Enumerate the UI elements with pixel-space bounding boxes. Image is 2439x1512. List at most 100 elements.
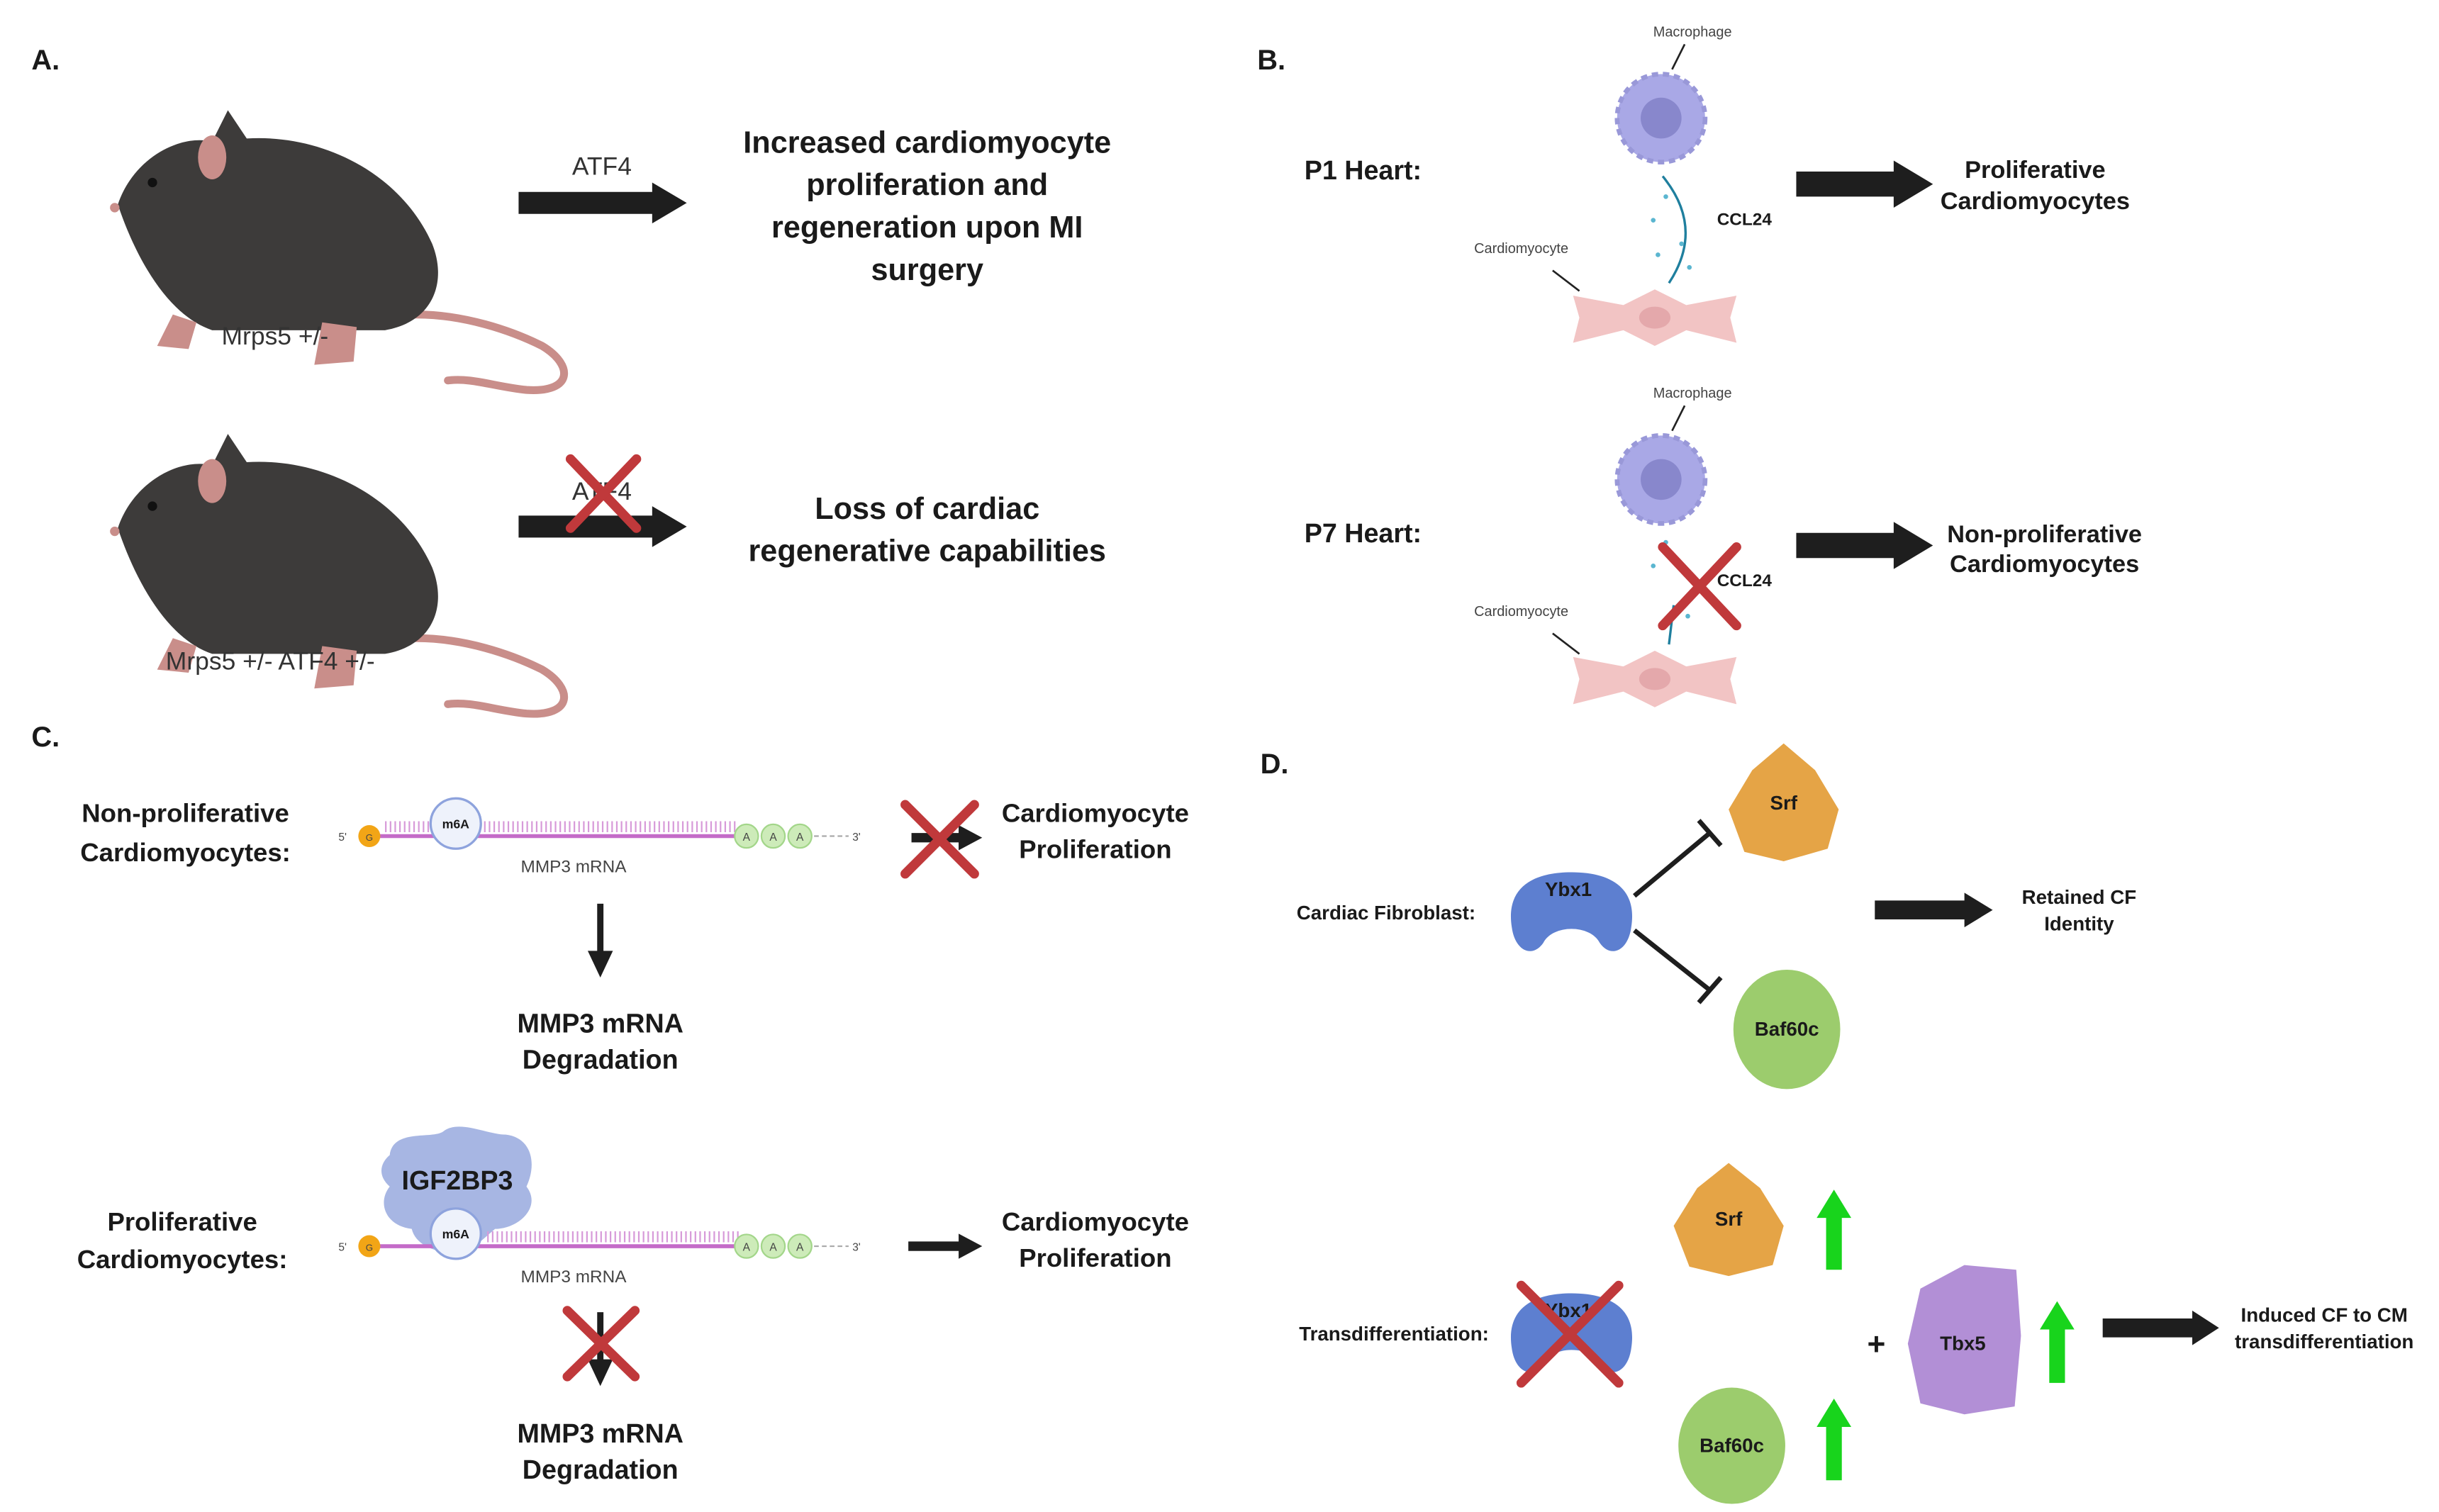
- outcome-text-lower-2: regenerative capabilities: [748, 534, 1105, 569]
- panel-a: A. Mrps5 +/- ATF4 Increased cardiomyocyt…: [31, 45, 1111, 714]
- degradation-text-1: MMP3 mRNA: [517, 1009, 683, 1038]
- genotype-upper: Mrps5 +/-: [222, 322, 329, 350]
- transdiff-heading: Transdifferentiation:: [1299, 1323, 1489, 1345]
- macrophage-label-p1: Macrophage: [1653, 24, 1732, 40]
- srf-label: Srf: [1715, 1208, 1743, 1230]
- mmp3-mrna-strand: 5' G m6A A A A 3': [338, 1207, 861, 1260]
- prolif-heading-2: Cardiomyocytes:: [77, 1245, 288, 1274]
- prolif-heading-1: Proliferative: [107, 1207, 257, 1236]
- m6a-label: m6A: [442, 817, 470, 831]
- outcome-text-upper-3: regeneration upon MI: [771, 211, 1083, 245]
- nonprolif-heading-2: Cardiomyocytes:: [80, 838, 291, 867]
- arrow-right-icon: [1796, 160, 1933, 208]
- fibroblast-outcome-1: Retained CF: [2022, 886, 2137, 908]
- arrow-right-icon: [518, 182, 687, 224]
- poly-a-label: A: [743, 1242, 751, 1254]
- cardiomyocyte-label-p7: Cardiomyocyte: [1474, 604, 1568, 620]
- igf2bp3-protein: [381, 1126, 532, 1253]
- mmp3-mrna-strand: 5' G m6A A A A 3': [338, 797, 861, 850]
- p1-outcome-2: Cardiomyocytes: [1941, 188, 2130, 215]
- prolif-outcome-1: Cardiomyocyte: [1002, 1207, 1189, 1236]
- cap-icon: [358, 825, 381, 848]
- cap-label: G: [366, 1243, 373, 1253]
- m6a-marker: [429, 797, 482, 850]
- nonprolif-heading-1: Non-proliferative: [82, 799, 289, 828]
- ybx1-protein: [1510, 872, 1633, 951]
- transdiff-outcome-1: Induced CF to CM: [2241, 1304, 2408, 1326]
- arrow-right-icon: [908, 1233, 983, 1259]
- arrow-right-icon: [2102, 1310, 2219, 1345]
- poly-a-label: A: [769, 831, 777, 844]
- up-arrow-icon: [1816, 1189, 1852, 1270]
- panel-label-c: C.: [31, 722, 60, 753]
- p7-outcome-1: Non-proliferative: [1947, 521, 2142, 548]
- p7-outcome-2: Cardiomyocytes: [1950, 551, 2139, 578]
- macrophage-cell-p1: [1617, 74, 1705, 162]
- genotype-lower: Mrps5 +/- ATF4 +/-: [166, 647, 375, 676]
- ccl24-label-p1: CCL24: [1717, 210, 1773, 229]
- ccl24-label-p7: CCL24: [1717, 571, 1773, 590]
- degradation-text-1: MMP3 mRNA: [517, 1418, 683, 1448]
- outcome-text-upper-1: Increased cardiomyocyte: [743, 125, 1111, 159]
- macrophage-cell-p7: [1617, 435, 1705, 523]
- baf60c-protein: [1678, 1387, 1785, 1504]
- cardiomyocyte-cell-p7: [1573, 650, 1737, 707]
- up-arrow-icon: [2040, 1301, 2075, 1383]
- poly-a-label: A: [796, 831, 804, 844]
- panel-c: C. Non-proliferative Cardiomyocytes: 5' …: [31, 722, 1189, 1484]
- srf-protein: [1673, 1163, 1784, 1277]
- pointer-arrow-icon: [1671, 405, 1686, 432]
- poly-a-label: A: [743, 831, 751, 844]
- outcome-text-upper-2: proliferation and: [806, 168, 1048, 202]
- baf60c-label: Baf60c: [1755, 1018, 1819, 1040]
- p1-outcome-1: Proliferative: [1965, 157, 2106, 184]
- five-prime-label: 5': [338, 1242, 347, 1254]
- panel-b: B. Macrophage P1 Heart: CCL24 Cardiomyoc…: [1257, 24, 2142, 707]
- ccl24-dots-p1: [1651, 194, 1692, 270]
- poly-a-label: A: [796, 1242, 804, 1254]
- panel-d: D. Cardiac Fibroblast: Ybx1 Srf Baf60c R…: [1261, 743, 2413, 1504]
- pointer-arrow-icon: [1552, 632, 1580, 655]
- mrna-label: MMP3 mRNA: [521, 1267, 627, 1287]
- nonprolif-outcome-1: Cardiomyocyte: [1002, 799, 1189, 828]
- prolif-outcome-2: Proliferation: [1019, 1243, 1171, 1272]
- ybx1-label: Ybx1: [1545, 878, 1592, 900]
- igf2bp3-label: IGF2BP3: [401, 1165, 513, 1195]
- arrow-down-icon: [587, 903, 613, 978]
- pointer-arrow-icon: [1552, 269, 1580, 292]
- inhibition-arrow-icon: [1633, 928, 1723, 1004]
- cross-icon: [1658, 542, 1741, 631]
- cardiomyocyte-cell-p1: [1573, 289, 1737, 346]
- pointer-arrow-icon: [1671, 43, 1686, 70]
- p7-heart-heading: P7 Heart:: [1305, 518, 1422, 548]
- cap-label: G: [366, 832, 373, 843]
- cross-icon: [900, 800, 979, 879]
- three-prime-label: 3': [852, 1242, 861, 1254]
- p1-heart-heading: P1 Heart:: [1305, 155, 1422, 185]
- panel-label-b: B.: [1257, 45, 1285, 76]
- mrna-label: MMP3 mRNA: [521, 858, 627, 877]
- cross-icon: [565, 454, 642, 533]
- mouse-wildtype-image: [110, 111, 564, 391]
- panel-label-a: A.: [31, 45, 60, 76]
- panel-label-d: D.: [1261, 749, 1289, 780]
- cross-icon: [562, 1306, 640, 1382]
- up-arrow-icon: [1816, 1399, 1852, 1481]
- tbx5-label: Tbx5: [1940, 1332, 1986, 1354]
- macrophage-label-p7: Macrophage: [1653, 386, 1732, 401]
- cardiomyocyte-label-p1: Cardiomyocyte: [1474, 241, 1568, 257]
- srf-label: Srf: [1770, 792, 1797, 814]
- fibroblast-outcome-2: Identity: [2044, 913, 2114, 935]
- degradation-text-2: Degradation: [523, 1045, 679, 1075]
- baf60c-protein: [1733, 969, 1841, 1090]
- fibroblast-heading: Cardiac Fibroblast:: [1297, 902, 1475, 924]
- five-prime-label: 5': [338, 831, 347, 844]
- inhibition-arrow-icon: [1633, 819, 1723, 898]
- degradation-text-2: Degradation: [523, 1455, 679, 1484]
- arrow-label-atf4-upper: ATF4: [572, 152, 632, 180]
- plus-sign: +: [1868, 1327, 1886, 1362]
- three-prime-label: 3': [852, 831, 861, 844]
- baf60c-label: Baf60c: [1700, 1434, 1764, 1456]
- poly-a-label: A: [769, 1242, 777, 1254]
